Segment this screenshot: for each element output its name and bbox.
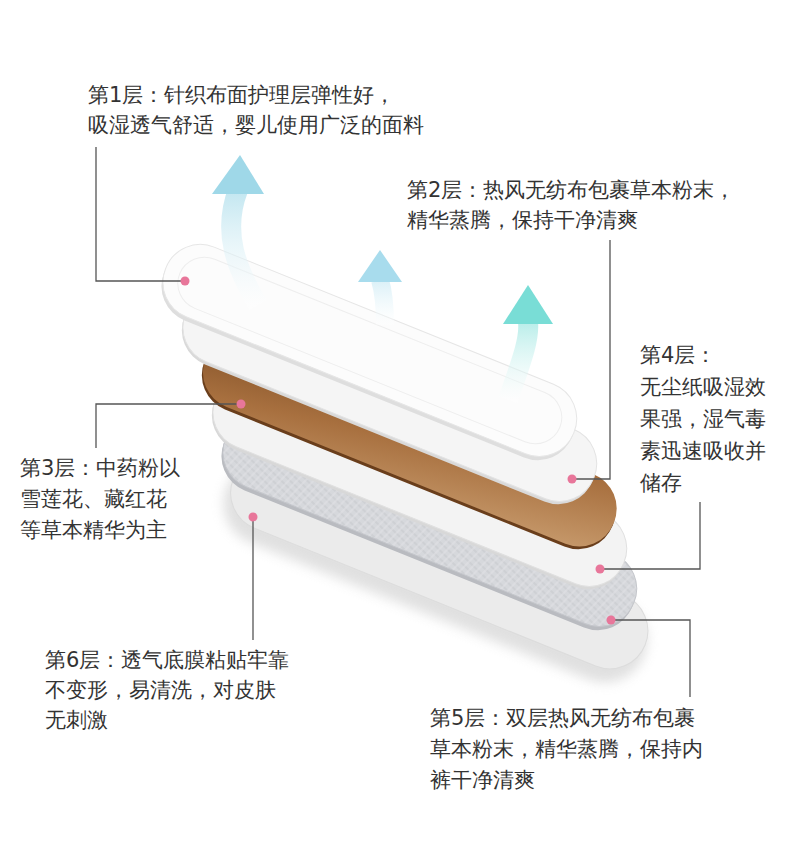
vapour-arrow [503,285,553,400]
callout-text: 第1层：针织布面护理层弹性好，吸湿透气舒适，婴儿使用广泛的面料 [88,80,424,140]
pad-layer [150,233,588,471]
vapour-arrow [358,250,402,325]
callout-text: 第6层：透气底膜粘贴牢靠不变形，易清洗，对皮肤无刺激 [45,645,289,735]
callout: 第3层：中药粉以雪莲花、藏红花等草本精华为主 [20,453,180,546]
callout-text: 第3层：中药粉以雪莲花、藏红花等草本精华为主 [20,453,180,546]
callout: 第5层：双层热风无纺布包裹草本粉末，精华蒸腾，保持内裤干净清爽 [430,703,703,796]
callout: 第2层：热风无纺布包裹草本粉末，精华蒸腾，保持干净清爽 [407,175,735,235]
callout: 第4层：无尘纸吸湿效果强，湿气毒素迅速吸收并储存 [640,339,766,499]
callout-text: 第2层：热风无纺布包裹草本粉末，精华蒸腾，保持干净清爽 [407,175,735,235]
callout-text: 第5层：双层热风无纺布包裹草本粉末，精华蒸腾，保持内裤干净清爽 [430,703,703,796]
callout: 第1层：针织布面护理层弹性好，吸湿透气舒适，婴儿使用广泛的面料 [88,80,424,140]
vapour-arrow [212,155,264,305]
callout: 第6层：透气底膜粘贴牢靠不变形，易清洗，对皮肤无刺激 [45,645,289,735]
marker-dot [181,277,616,625]
callout-text: 第4层：无尘纸吸湿效果强，湿气毒素迅速吸收并储存 [640,339,766,499]
